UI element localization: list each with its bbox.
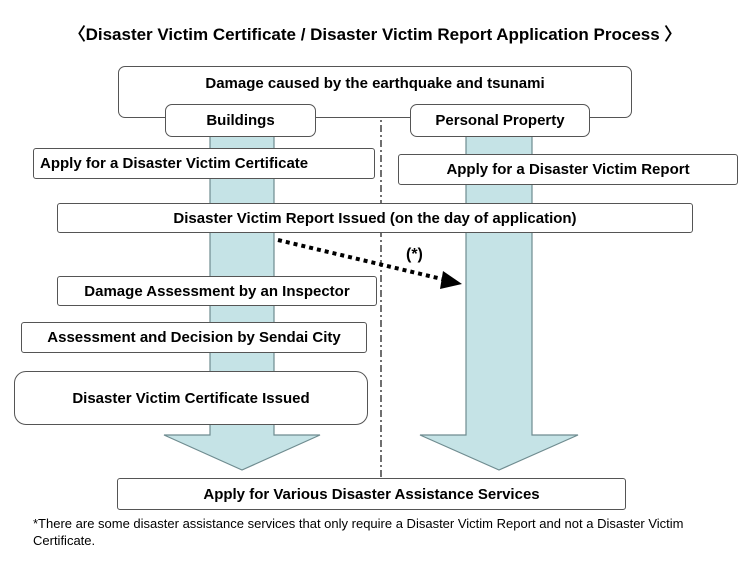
damage-assessment-label: Damage Assessment by an Inspector (84, 282, 350, 300)
apply-report-box: Apply for a Disaster Victim Report (398, 154, 738, 185)
certificate-issued-box: Disaster Victim Certificate Issued (14, 371, 368, 425)
apply-report-label: Apply for a Disaster Victim Report (446, 161, 690, 178)
report-issued-label: Disaster Victim Report Issued (on the da… (173, 209, 577, 227)
cross-dotted-arrowhead (440, 271, 462, 289)
personal-property-label: Personal Property (435, 112, 565, 129)
apply-certificate-label: Apply for a Disaster Victim Certificate (40, 155, 309, 172)
buildings-label: Buildings (206, 112, 275, 129)
apply-certificate-box: Apply for a Disaster Victim Certificate (33, 148, 375, 179)
apply-services-box: Apply for Various Disaster Assistance Se… (117, 478, 626, 510)
footnote: *There are some disaster assistance serv… (33, 516, 684, 548)
apply-services-label: Apply for Various Disaster Assistance Se… (203, 485, 540, 503)
assessment-decision-box: Assessment and Decision by Sendai City (21, 322, 367, 353)
buildings-box: Buildings (165, 104, 316, 137)
cross-annotation: (*) (406, 246, 423, 263)
damage-cause-label: Damage caused by the earthquake and tsun… (205, 75, 545, 92)
report-issued-box: Disaster Victim Report Issued (on the da… (57, 203, 693, 233)
personal-property-flow-arrow (419, 134, 579, 471)
assessment-decision-label: Assessment and Decision by Sendai City (47, 329, 341, 346)
certificate-issued-label: Disaster Victim Certificate Issued (72, 389, 310, 407)
personal-property-box: Personal Property (410, 104, 590, 137)
diagram-title: 〈Disaster Victim Certificate / Disaster … (68, 25, 682, 44)
damage-assessment-box: Damage Assessment by an Inspector (57, 276, 377, 306)
